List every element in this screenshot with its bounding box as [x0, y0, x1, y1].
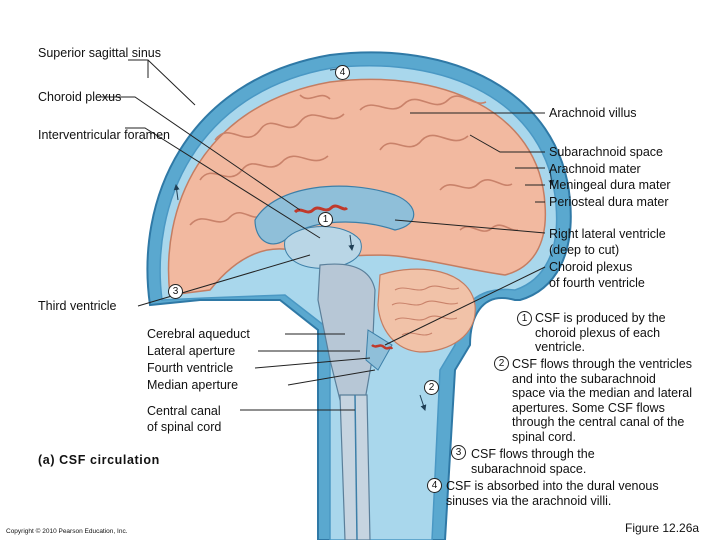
label-right-lateral-ventricle: Right lateral ventricle: [549, 227, 666, 241]
label-cerebral-aqueduct: Cerebral aqueduct: [147, 327, 250, 341]
label-periosteal-dura-mater: Periosteal dura mater: [549, 195, 669, 209]
caption: (a) CSF circulation: [38, 453, 160, 467]
label-fourth-ventricle: Fourth ventricle: [147, 361, 234, 375]
label-lateral-aperture: Lateral aperture: [147, 344, 236, 358]
figure-label: Figure 12.26a: [625, 521, 700, 535]
label-arachnoid-mater: Arachnoid mater: [549, 162, 641, 176]
label-subarachnoid-space: Subarachnoid space: [549, 145, 663, 159]
fourth-ventricle: [365, 329, 393, 371]
lateral-ventricle: [254, 185, 415, 245]
third-ventricle-area: [284, 226, 362, 269]
choroid-plexus-lateral: [293, 204, 349, 214]
copyright: Copyright © 2010 Pearson Education, Inc.: [6, 528, 128, 535]
label-deep-to-cut: (deep to cut): [549, 243, 620, 257]
choroid-plexus-fourth: [371, 343, 394, 350]
label-third-ventricle: Third ventricle: [38, 299, 117, 313]
cerebellum-folia: [391, 285, 460, 336]
leader-lines: [98, 59, 546, 411]
step-4-text: CSF is absorbed into the dural venous si…: [446, 479, 659, 508]
marker-3: 3: [168, 284, 183, 299]
step-1-number: 1: [517, 311, 532, 326]
step-2-number: 2: [494, 356, 509, 371]
label-of-fourth-ventricle: of fourth ventricle: [549, 276, 645, 290]
marker-1: 1: [318, 212, 333, 227]
label-choroid-plexus-fourth: Choroid plexus: [549, 260, 633, 274]
label-interventricular-foramen: Interventricular foramen: [38, 128, 171, 142]
label-choroid-plexus: Choroid plexus: [38, 90, 122, 104]
gyri-lines: [189, 94, 519, 232]
label-central-canal: Central canal: [147, 404, 221, 418]
step-1-text: CSF is produced by the choroid plexus of…: [535, 311, 666, 355]
step-2-text: CSF flows through the ventricles and int…: [512, 357, 692, 444]
label-arachnoid-villus: Arachnoid villus: [549, 106, 637, 120]
step-4-number: 4: [427, 478, 442, 493]
brainstem: [317, 263, 376, 401]
label-median-aperture: Median aperture: [147, 378, 239, 392]
cerebellum: [377, 268, 476, 353]
label-meningeal-dura-mater: Meningeal dura mater: [549, 178, 671, 192]
central-canal-line: [354, 394, 358, 540]
marker-4: 4: [335, 65, 350, 80]
marker-2: 2: [424, 380, 439, 395]
label-superior-sagittal-sinus-1: Superior sagittal sinus: [38, 46, 161, 60]
step-3-text: CSF flows through the subarachnoid space…: [471, 447, 595, 476]
label-of-spinal-cord: of spinal cord: [147, 420, 222, 434]
spinal-cord: [339, 394, 371, 540]
step-3-number: 3: [451, 445, 466, 460]
